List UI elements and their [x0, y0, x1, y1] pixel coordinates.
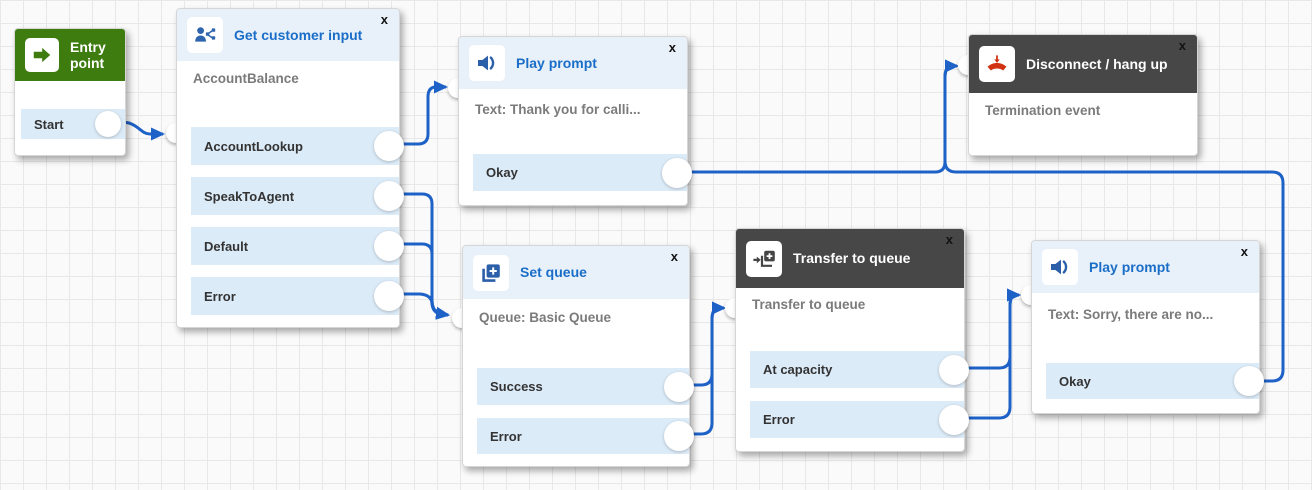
wire-okay1-to-disconnect [687, 59, 959, 174]
output-label: Okay [486, 165, 518, 180]
output-port-error[interactable] [374, 281, 404, 311]
output-label: Error [763, 412, 795, 427]
hang-up-phone-icon [979, 46, 1015, 82]
output-label: Success [490, 379, 543, 394]
output-label: Start [34, 116, 64, 132]
output-label: Error [490, 428, 522, 444]
output-row-okay: Okay [1046, 363, 1264, 399]
output-label: At capacity [763, 362, 833, 377]
block-set-queue[interactable]: Set queue x Queue: Basic Queue Success E… [462, 245, 694, 467]
output-port-accountlookup[interactable] [374, 131, 404, 161]
output-port-success[interactable] [664, 371, 694, 402]
block-transfer-to-queue[interactable]: Transfer to queue x Transfer to queue At… [735, 228, 969, 452]
close-icon[interactable]: x [670, 249, 678, 264]
block-play-prompt-2[interactable]: Play prompt x Text: Sorry, there are no.… [1031, 240, 1264, 414]
block-title: Entry point [70, 38, 106, 71]
block-get-customer-input[interactable]: Get customer input x AccountBalance Acco… [176, 8, 404, 328]
set-queue-icon [473, 254, 509, 291]
block-title: Disconnect / hang up [1026, 55, 1168, 72]
wire-okay2-to-disconnect [943, 59, 1285, 383]
output-label: Okay [1059, 373, 1091, 389]
wire-start-to-getinput [120, 120, 165, 141]
output-row-atcapacity: At capacity [750, 351, 969, 388]
output-row-success: Success [477, 368, 694, 405]
output-row-okay: Okay [473, 154, 692, 191]
output-port-start[interactable] [95, 111, 121, 137]
entry-arrow-icon [25, 38, 59, 72]
output-row-speaktoagent: SpeakToAgent [191, 177, 404, 215]
output-port-default[interactable] [374, 231, 404, 261]
block-title: Get customer input [234, 26, 363, 43]
block-description: AccountBalance [193, 71, 299, 86]
block-entry-point[interactable]: Entry point Start [14, 28, 126, 156]
close-icon[interactable]: x [1178, 38, 1186, 53]
block-description: Transfer to queue [752, 297, 866, 312]
block-title: Play prompt [516, 54, 597, 71]
close-icon[interactable]: x [668, 40, 676, 55]
block-title: Set queue [520, 264, 587, 281]
wire-ttqerror-to-playprompt2 [962, 288, 1021, 420]
wire-default-to-setqueue [402, 242, 450, 320]
wire-speaktoagent-to-setqueue [402, 192, 450, 320]
block-play-prompt-1[interactable]: Play prompt x Text: Thank you for calli.… [458, 36, 692, 206]
output-label: SpeakToAgent [204, 188, 295, 204]
wire-error-to-setqueue [402, 292, 450, 320]
wire-success-to-transfer [684, 301, 726, 387]
wire-sqerror-to-transfer [686, 301, 726, 436]
block-disconnect[interactable]: Disconnect / hang up x Termination event [968, 34, 1198, 156]
output-row-accountlookup: AccountLookup [191, 127, 404, 165]
output-port-error[interactable] [939, 404, 969, 435]
close-icon[interactable]: x [380, 12, 388, 27]
block-title: Transfer to queue [793, 250, 911, 267]
block-description: Text: Thank you for calli... [475, 102, 641, 117]
customer-input-icon [187, 17, 223, 53]
speaker-icon [1042, 249, 1078, 285]
output-row-error: Error [750, 401, 969, 438]
close-icon[interactable]: x [945, 232, 953, 247]
output-port-error[interactable] [664, 421, 694, 451]
block-description: Text: Sorry, there are no... [1048, 307, 1214, 322]
output-row-start: Start [21, 109, 125, 139]
output-port-speaktoagent[interactable] [374, 181, 404, 211]
block-description: Queue: Basic Queue [479, 310, 612, 325]
output-row-default: Default [191, 227, 404, 265]
wire-accountlookup-to-playprompt1 [402, 80, 448, 146]
output-row-error: Error [191, 277, 404, 315]
block-title: Play prompt [1089, 258, 1170, 275]
transfer-to-queue-icon [746, 240, 782, 277]
output-label: AccountLookup [204, 138, 303, 154]
output-port-okay[interactable] [1234, 366, 1264, 396]
block-description: Termination event [985, 103, 1101, 118]
output-label: Error [204, 288, 236, 304]
output-label: Default [204, 238, 249, 254]
output-port-okay[interactable] [662, 157, 692, 188]
speaker-icon [469, 45, 505, 81]
output-row-error: Error [477, 418, 694, 454]
output-port-atcapacity[interactable] [939, 354, 969, 385]
close-icon[interactable]: x [1240, 244, 1248, 259]
